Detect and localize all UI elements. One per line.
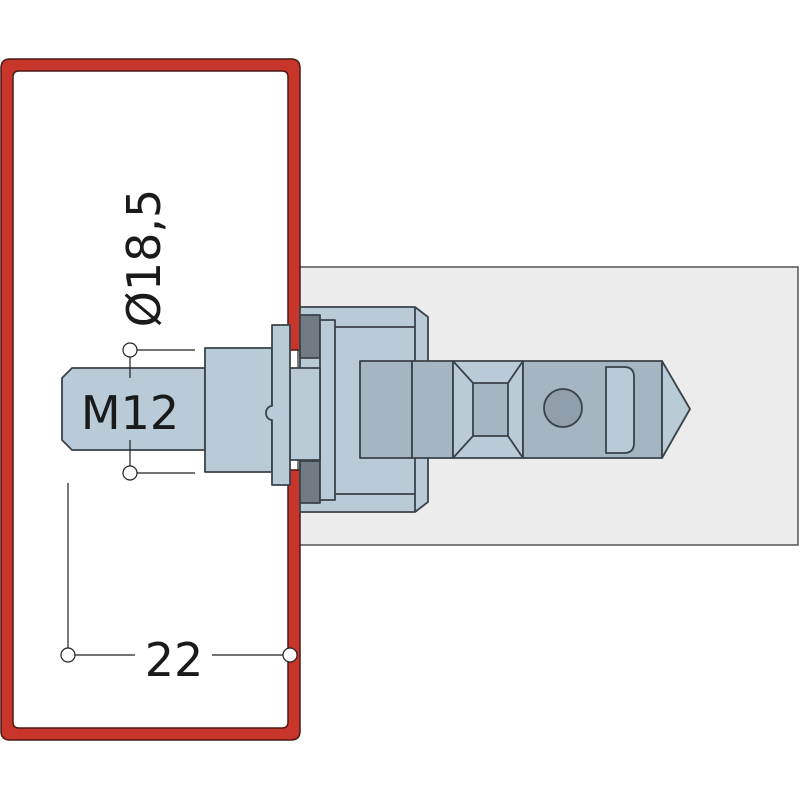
washer [319,319,336,501]
collar [265,324,291,486]
nut-top [299,314,321,359]
bolt-tip [661,360,691,459]
inner-sleeve [289,367,321,461]
bolt-section-2 [411,360,454,459]
diameter-label: Ø18,5 [117,189,171,328]
nut-bottom [299,460,321,504]
bolt-slot [605,366,635,454]
dimension-point [282,647,298,663]
shank [204,347,273,473]
bolt-section-1 [359,360,413,459]
dimension-point [60,647,76,663]
dimension-point [122,342,138,358]
bolt-square-face [472,382,509,437]
bolt-hole [543,388,583,428]
thread-label: M12 [81,386,179,440]
depth-label: 22 [145,633,204,687]
dimension-point [122,465,138,481]
